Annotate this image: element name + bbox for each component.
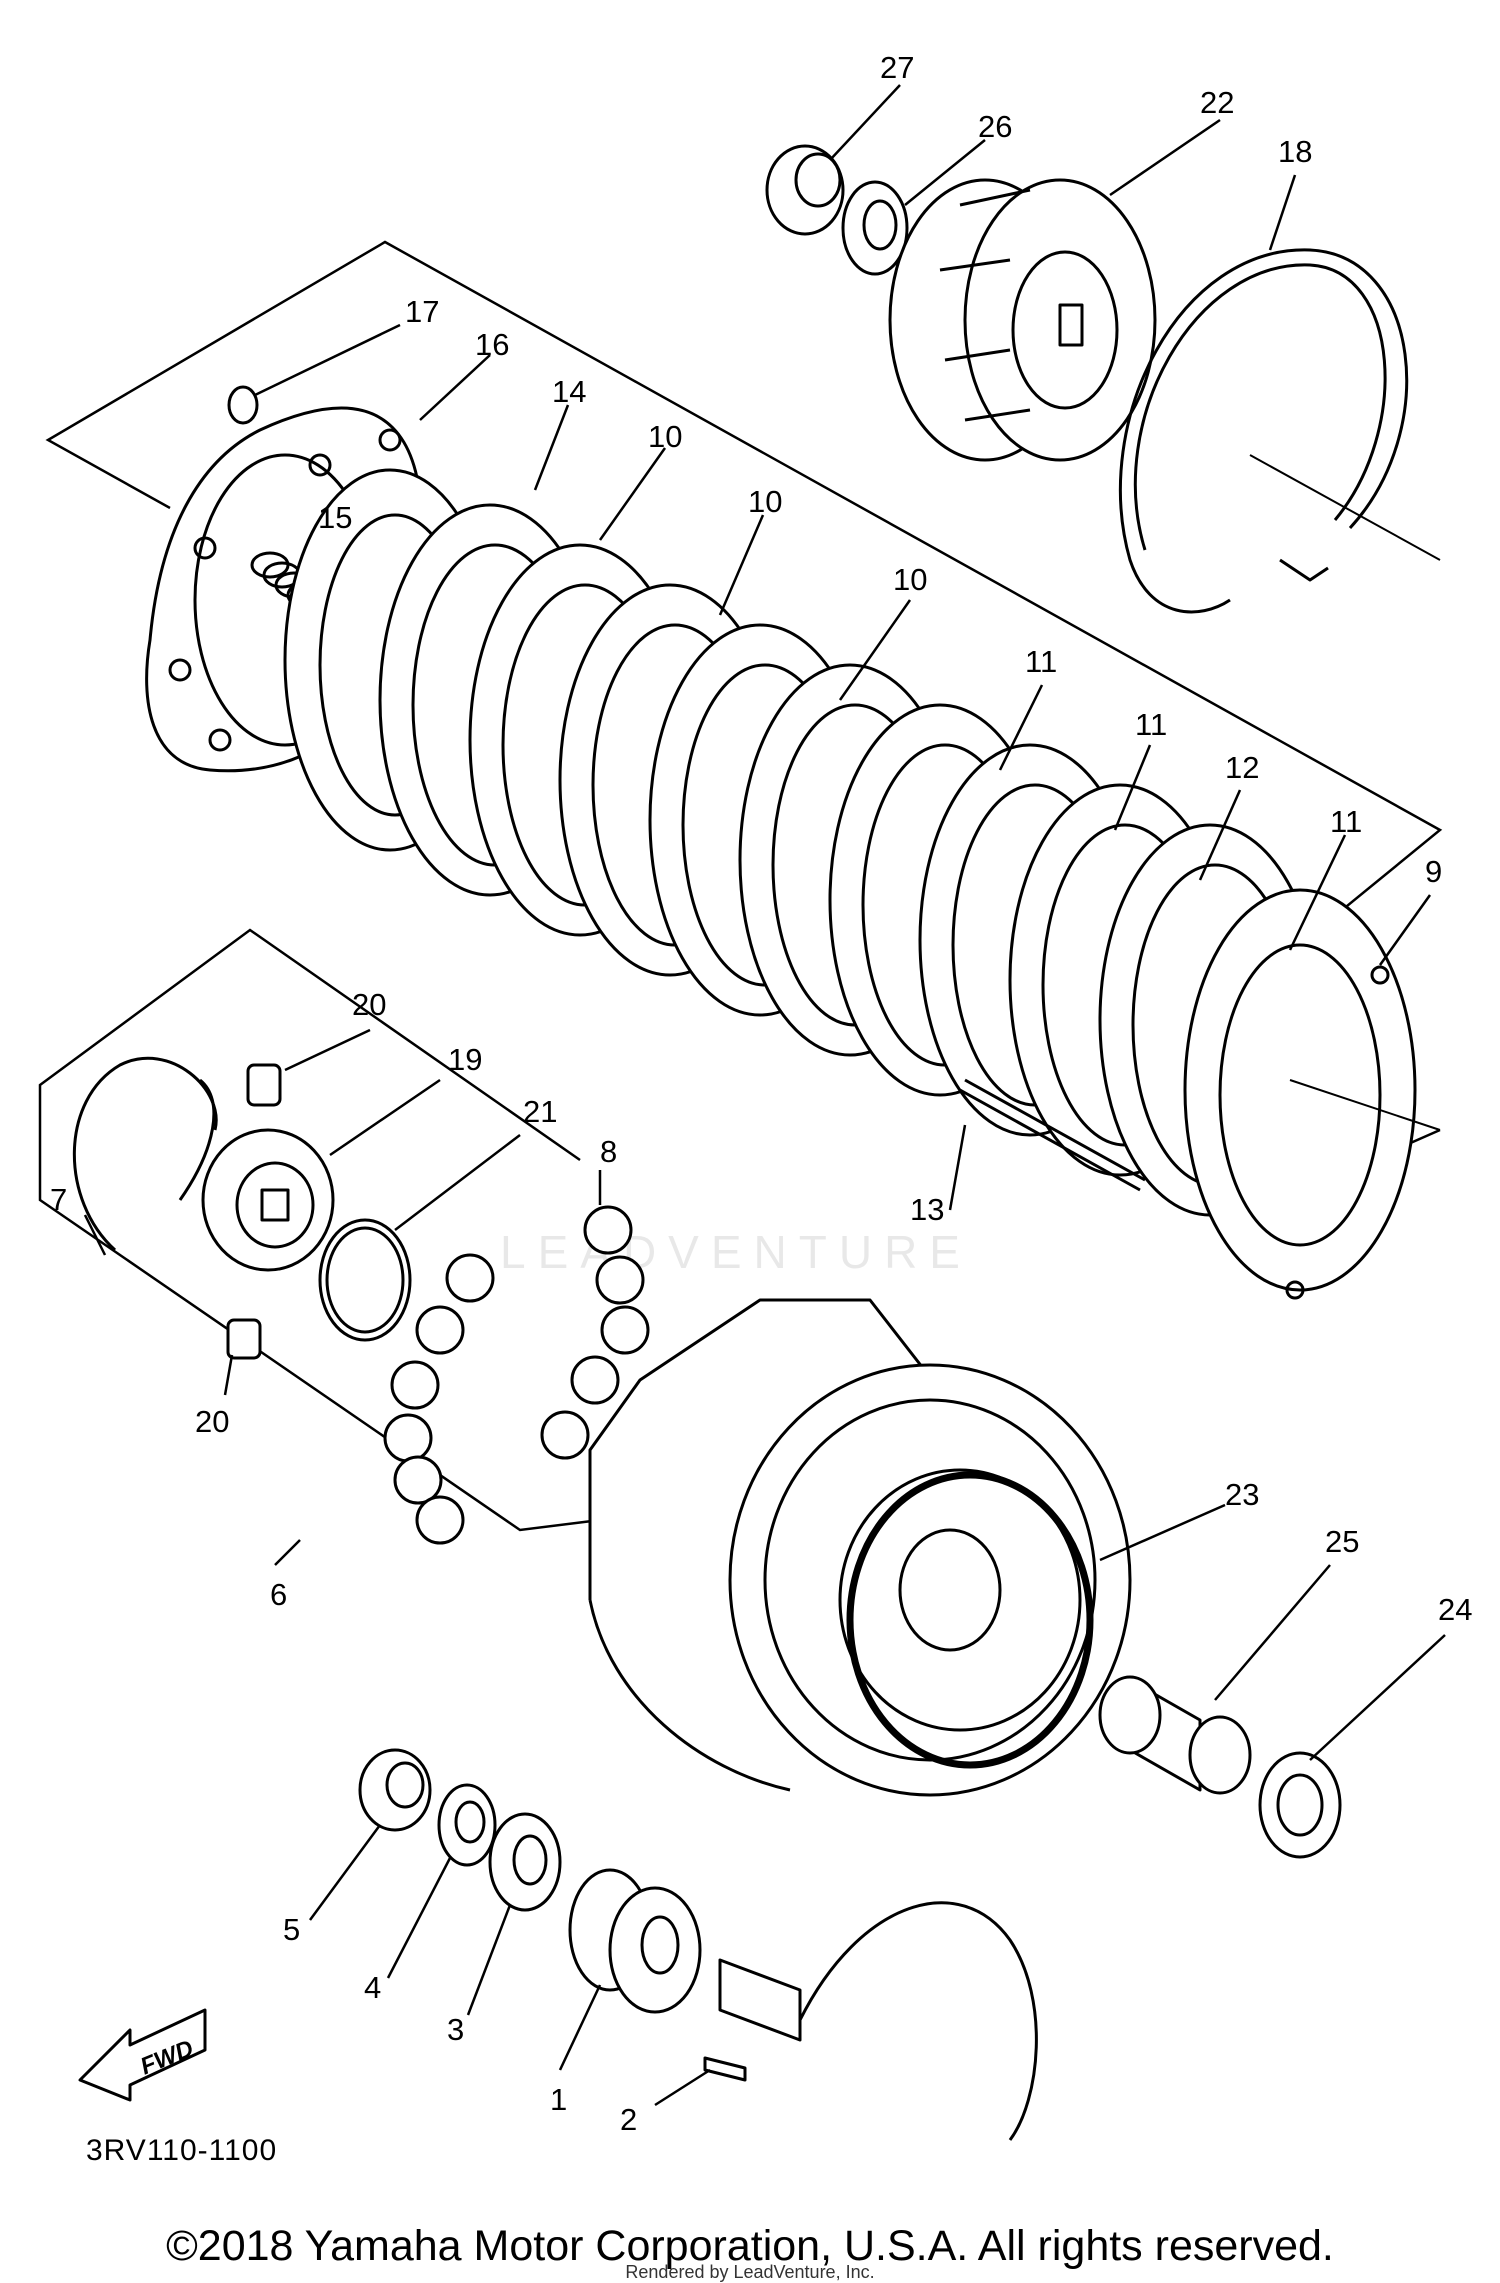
callout-10b: 10	[748, 484, 782, 519]
fwd-arrow: FWD	[78, 2008, 207, 2102]
part-25-spacer	[1098, 1675, 1252, 1795]
part-18-circlip	[1119, 248, 1441, 614]
callout-1: 1	[550, 2082, 567, 2117]
callout-21: 21	[523, 1094, 557, 1129]
part-1-drive-gear	[568, 1868, 702, 2014]
part-3-washer	[488, 1812, 562, 1912]
part-4-washer	[437, 1783, 497, 1867]
diagram-code: 3RV110-1100	[86, 2134, 278, 2167]
part-9-plate	[1183, 888, 1441, 1300]
part-8-balls	[383, 1205, 650, 1545]
callout-4: 4	[364, 1970, 381, 2005]
callout-11a: 11	[1025, 644, 1057, 679]
part-2-key	[703, 2056, 747, 2082]
callout-16: 16	[475, 327, 509, 362]
callout-9: 9	[1425, 854, 1442, 889]
part-21-circlip	[318, 1218, 412, 1342]
copyright-notice: ©2018 Yamaha Motor Corporation, U.S.A. A…	[166, 2222, 1334, 2270]
callout-10a: 10	[648, 419, 682, 454]
callout-8: 8	[600, 1134, 617, 1169]
callout-20b: 20	[195, 1404, 229, 1439]
part-6-clutch-housing	[588, 1298, 1132, 1797]
callout-labels: 27 26 22 18 17 16 14 15 10 10 10 11 11 1…	[50, 50, 1472, 2137]
crankshaft	[718, 1901, 1038, 2141]
part-26-washer	[841, 180, 909, 276]
callout-22: 22	[1200, 85, 1234, 120]
callout-12: 12	[1225, 750, 1259, 785]
callout-13: 13	[910, 1192, 944, 1227]
rendered-by-credit: Rendered by LeadVenture, Inc.	[625, 2262, 875, 2282]
callout-27: 27	[880, 50, 914, 85]
leadventure-watermark: LEADVENTURE	[500, 1226, 972, 1278]
part-13-push-rod	[959, 1078, 1146, 1192]
callout-11b: 11	[1135, 707, 1167, 742]
leader-lines	[83, 84, 1446, 2107]
part-22-clutch-boss	[888, 178, 1157, 462]
part-5-nut	[358, 1748, 432, 1832]
callout-5: 5	[283, 1912, 300, 1947]
callout-18: 18	[1278, 134, 1312, 169]
callout-14: 14	[552, 374, 586, 409]
part-27-nut	[765, 144, 845, 236]
part-7-circlip	[72, 1056, 218, 1252]
callout-24: 24	[1438, 1592, 1472, 1627]
callout-20a: 20	[352, 987, 386, 1022]
callout-11c: 11	[1330, 804, 1362, 839]
part-20-retainer-upper	[246, 1063, 282, 1107]
callout-3: 3	[447, 2012, 464, 2047]
upper-assembly-frame	[45, 240, 1443, 1001]
callout-15: 15	[318, 500, 352, 535]
callout-19: 19	[448, 1042, 482, 1077]
clutch-plate-stack	[283, 468, 1322, 1217]
part-19-ball-race	[201, 1128, 335, 1272]
callout-23: 23	[1225, 1477, 1259, 1512]
part-20-retainer-lower	[226, 1318, 262, 1360]
part-24-washer	[1258, 1751, 1342, 1859]
callout-2: 2	[620, 2102, 637, 2137]
callout-17: 17	[405, 294, 439, 329]
callout-25: 25	[1325, 1524, 1359, 1559]
part-17-clip	[227, 385, 259, 425]
callout-7: 7	[50, 1182, 67, 1217]
callout-26: 26	[978, 109, 1012, 144]
callout-6: 6	[270, 1577, 287, 1612]
part-23-o-ring	[846, 1471, 1094, 1769]
lower-assembly-frame	[38, 928, 601, 1532]
callout-10c: 10	[893, 562, 927, 597]
